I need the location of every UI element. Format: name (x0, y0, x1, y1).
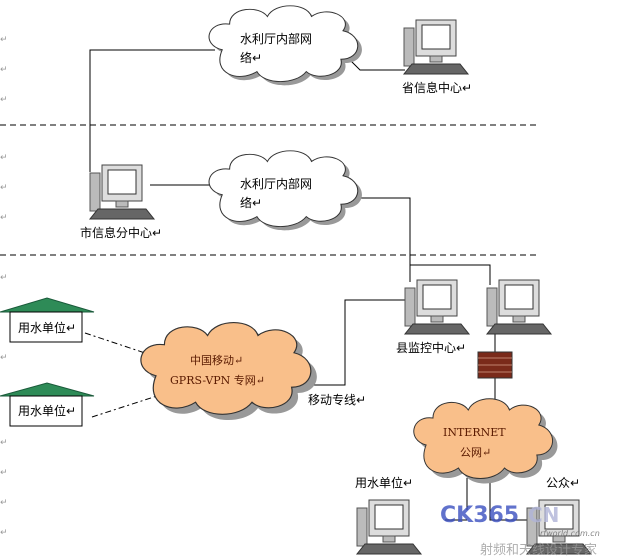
cloud-gprs-label: 中国移动↵ (190, 354, 243, 367)
house-icon (0, 297, 95, 343)
province-center-label: 省信息中心↵ (402, 80, 472, 95)
cloud-internet-label: 公网↵ (460, 446, 491, 459)
city-center-label: 市信息分中心↵ (80, 225, 162, 240)
cloud-internet-label: INTERNET (443, 426, 506, 439)
cloud-gprs-label: GPRS-VPN 专网↵ (170, 373, 265, 387)
svg-text:↵: ↵ (0, 153, 8, 163)
watermark-subtitle: 射频和天线设计专家 (480, 542, 597, 557)
cloud-top-label: 络↵ (240, 50, 262, 65)
house-icon (0, 382, 95, 427)
watermark-logo-cn: CN (528, 503, 559, 527)
svg-text:↵: ↵ (0, 468, 8, 478)
computer-icon (356, 499, 422, 555)
svg-text:↵: ↵ (0, 65, 8, 75)
svg-text:↵: ↵ (0, 183, 8, 193)
county-center-label: 县监控中心↵ (396, 340, 466, 355)
cloud-internet (413, 398, 558, 484)
mobile-line-label: 移动专线↵ (308, 392, 366, 407)
cloud-gprs (140, 321, 317, 421)
watermark-logo-text: CK365 (440, 503, 519, 528)
svg-text:↵: ↵ (0, 438, 8, 448)
computer-icon (486, 279, 552, 335)
svg-text:↵: ↵ (0, 528, 8, 538)
watermark-url: rfworld.com.cn (540, 529, 600, 538)
water-user-label: 用水单位↵ (18, 320, 76, 335)
svg-text:↵: ↵ (0, 498, 8, 508)
paragraph-marks: ↵ ↵ ↵ ↵ ↵ ↵ ↵ ↵ ↵ ↵ ↵ ↵ (0, 35, 8, 538)
svg-text:↵: ↵ (0, 35, 8, 45)
svg-text:↵: ↵ (0, 95, 8, 105)
cloud-middle-label: 络↵ (240, 195, 262, 210)
computer-icon (404, 279, 470, 335)
water-user-label: 用水单位↵ (18, 403, 76, 418)
computer-icon (89, 164, 155, 220)
computer-icon (403, 19, 469, 75)
public-label: 公众↵ (546, 476, 580, 490)
water-user-pc-label: 用水单位↵ (355, 475, 413, 490)
cloud-top-label: 水利厅内部网 (240, 31, 312, 46)
svg-text:↵: ↵ (0, 273, 8, 283)
svg-text:↵: ↵ (0, 353, 8, 363)
cloud-middle-label: 水利厅内部网 (240, 176, 312, 191)
watermark-logo: CK365 CN rfworld.com.cn 射频和天线设计专家 (440, 503, 600, 557)
firewall-icon (477, 351, 513, 379)
svg-text:↵: ↵ (0, 213, 8, 223)
